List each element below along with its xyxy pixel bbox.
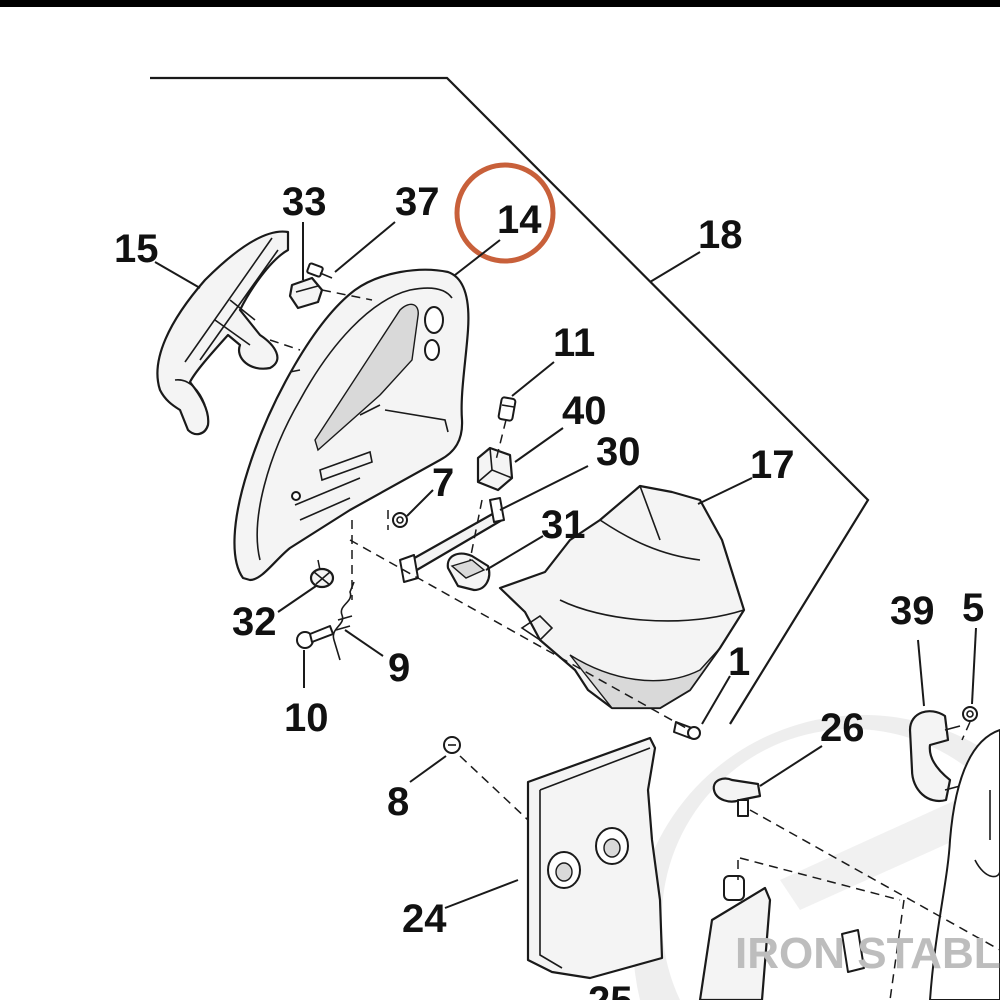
part-17-lower-cover: [498, 484, 746, 710]
callout-9: 9: [388, 646, 410, 690]
part-15-bracket: [156, 230, 290, 436]
part-11-screw: [497, 396, 517, 422]
callout-25: 25: [588, 979, 633, 1000]
part-37-screw: [306, 262, 333, 279]
callout-40: 40: [562, 389, 607, 433]
top-border: [0, 0, 1000, 7]
callout-18: 18: [698, 213, 743, 257]
part-9-spring: [332, 581, 355, 661]
assembly-lines: [269, 289, 1000, 1000]
part-1-screw: [673, 721, 701, 740]
part-14-cover: [233, 268, 470, 582]
callout-37: 37: [395, 180, 440, 224]
part-24-panel: [526, 736, 664, 980]
callout-24: 24: [402, 897, 447, 941]
callout-7: 7: [432, 461, 454, 505]
watermark-text: IRON STABLE: [735, 929, 1000, 978]
highlight-ring: [454, 162, 556, 264]
part-26-lever: [712, 777, 762, 817]
callout-10: 10: [284, 696, 329, 740]
callout-5: 5: [962, 586, 984, 630]
callout-1: 1: [728, 640, 750, 684]
part-32-bushing: [309, 567, 335, 589]
callout-30: 30: [596, 430, 641, 474]
callout-14: 14: [497, 198, 542, 242]
part-5-nut: [962, 706, 978, 722]
callout-32: 32: [232, 600, 277, 644]
part-25-fragment: [698, 875, 865, 1000]
part-10-pin: [296, 625, 334, 649]
part-8-screw: [443, 736, 461, 754]
part-33-clip: [288, 276, 324, 310]
callout-8: 8: [387, 780, 409, 824]
callout-33: 33: [282, 180, 327, 224]
leader-lines: [154, 221, 977, 909]
callout-labels: 15 33 37 14 18 11 40 30 17 7 31 32 9 10 …: [114, 180, 984, 1000]
part-39-clamp: [908, 710, 961, 803]
callout-11: 11: [553, 321, 595, 365]
callout-15: 15: [114, 227, 159, 271]
callout-17: 17: [750, 443, 795, 487]
part-7-nut: [392, 512, 408, 528]
callout-26: 26: [820, 706, 865, 750]
part-40-latch: [476, 446, 514, 492]
part-31-knob: [446, 552, 491, 592]
assembly-frame-line: [150, 76, 870, 725]
callout-39: 39: [890, 589, 935, 633]
watermark-logo: [633, 714, 1000, 1000]
part-30-rod: [399, 497, 505, 583]
callout-31: 31: [541, 503, 586, 547]
